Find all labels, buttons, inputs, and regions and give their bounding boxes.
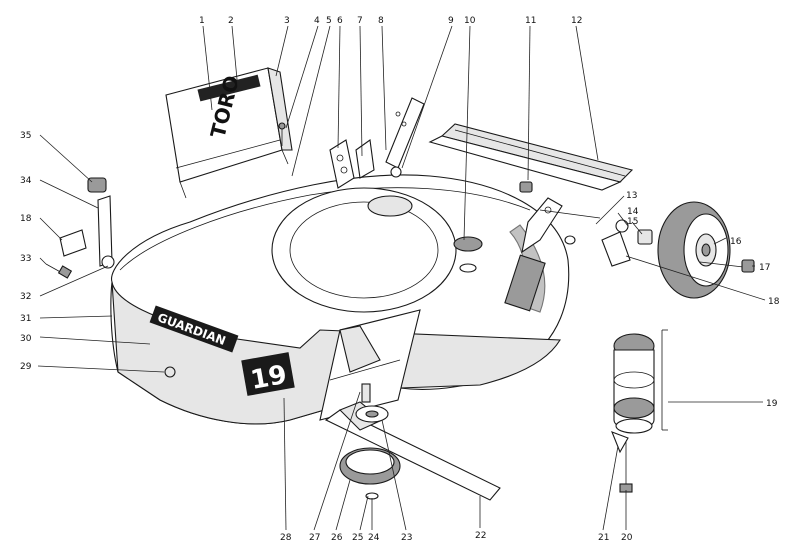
bolt-4 bbox=[278, 122, 286, 146]
axle-bolt bbox=[699, 259, 755, 273]
engine-assembly bbox=[613, 329, 668, 434]
leader-lines bbox=[37, 25, 766, 531]
discharge-chute bbox=[319, 309, 421, 421]
callouts: 1 2 3 4 5 6 7 8 9 10 11 12 13 14 15 16 1… bbox=[20, 16, 780, 543]
callout-9: 9 bbox=[448, 16, 454, 26]
callout-16: 16 bbox=[730, 237, 742, 247]
callout-1: 1 bbox=[199, 16, 205, 26]
callout-3: 3 bbox=[284, 16, 290, 26]
callout-14: 14 bbox=[627, 207, 639, 217]
rear-flap bbox=[428, 123, 634, 191]
callout-10: 10 bbox=[464, 16, 476, 26]
callout-32: 32 bbox=[20, 292, 31, 302]
handle-bracket-left bbox=[329, 139, 375, 189]
rear-axle-bracket bbox=[521, 197, 601, 254]
fuel-cap bbox=[453, 236, 483, 273]
blade-bolt bbox=[365, 492, 379, 520]
callout-31: 31 bbox=[20, 314, 31, 324]
bolt-33 bbox=[45, 263, 73, 279]
callout-22: 22 bbox=[475, 531, 486, 541]
callout-23: 23 bbox=[401, 533, 412, 543]
wheel-spacer bbox=[564, 219, 653, 267]
nut-29 bbox=[164, 366, 176, 378]
callout-15: 15 bbox=[627, 217, 638, 227]
rear-wheel bbox=[657, 201, 731, 299]
callout-25: 25 bbox=[352, 533, 363, 543]
callout-18-right: 18 bbox=[768, 297, 780, 307]
handle-bracket-right bbox=[385, 97, 425, 178]
callout-27: 27 bbox=[309, 533, 320, 543]
spring-11 bbox=[519, 181, 533, 193]
callout-21: 21 bbox=[598, 533, 609, 543]
callout-17: 17 bbox=[759, 263, 770, 273]
callout-34: 34 bbox=[20, 176, 32, 186]
callout-24: 24 bbox=[368, 533, 380, 543]
callout-26: 26 bbox=[331, 533, 343, 543]
blade-adapter bbox=[355, 383, 389, 423]
callout-18-left: 18 bbox=[20, 214, 32, 224]
callout-30: 30 bbox=[20, 334, 32, 344]
callout-19: 19 bbox=[766, 399, 778, 409]
callout-28: 28 bbox=[280, 533, 292, 543]
callout-29: 29 bbox=[20, 362, 32, 372]
callout-6: 6 bbox=[337, 16, 343, 26]
rear-guard-plate: TORO bbox=[165, 67, 293, 199]
callout-12: 12 bbox=[571, 16, 582, 26]
callout-8: 8 bbox=[378, 16, 384, 26]
size-badge: 19 bbox=[241, 352, 295, 396]
callout-35: 35 bbox=[20, 131, 31, 141]
callout-7: 7 bbox=[357, 16, 363, 26]
callout-11: 11 bbox=[525, 16, 536, 26]
size-label: 19 bbox=[248, 360, 289, 396]
callout-13: 13 bbox=[626, 191, 637, 201]
callout-33: 33 bbox=[20, 254, 31, 264]
callout-2: 2 bbox=[228, 16, 234, 26]
height-adjuster-left bbox=[59, 177, 115, 269]
callout-4: 4 bbox=[314, 16, 320, 26]
blade-hub bbox=[339, 447, 401, 485]
callout-5: 5 bbox=[326, 16, 332, 26]
callout-20: 20 bbox=[621, 533, 633, 543]
